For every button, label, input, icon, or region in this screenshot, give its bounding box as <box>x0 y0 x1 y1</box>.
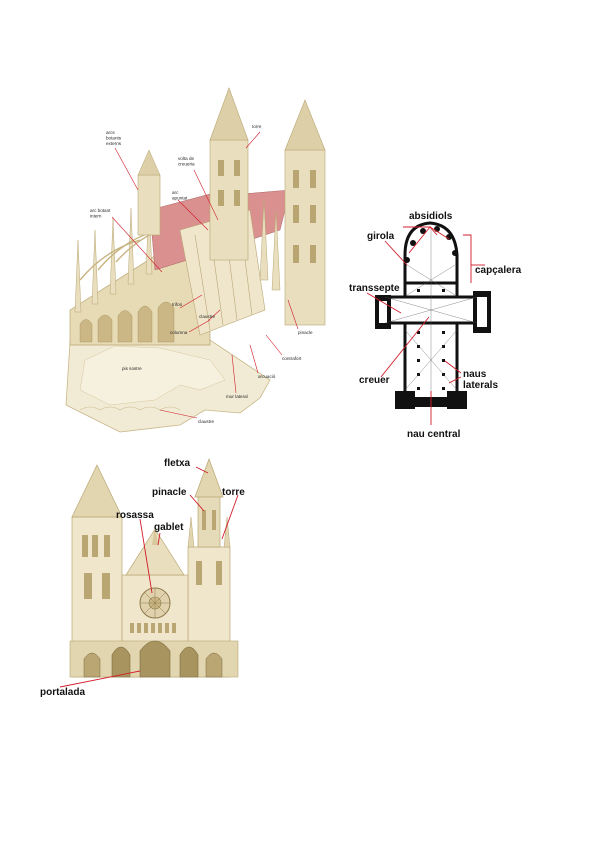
label-gablet: gablet <box>154 522 184 533</box>
portals <box>69 640 239 678</box>
label-capcalera: capçalera <box>475 265 522 276</box>
label-portalada: portalada <box>40 687 85 698</box>
label-pinacle-cutaway: pinacle <box>298 330 313 335</box>
label-claustre: claustre <box>199 314 216 319</box>
label-claustre-bottom: claustre <box>198 419 215 424</box>
label-pinacle-facade: pinacle <box>152 487 187 498</box>
plan-outline <box>375 221 491 409</box>
label-trifori: trifori <box>172 302 182 307</box>
label-nau-central: nau central <box>407 429 461 440</box>
gable-shape <box>125 528 185 576</box>
label-transsepte: transsepte <box>349 283 400 294</box>
label-rosassa: rosassa <box>116 510 154 521</box>
label-columna: columna <box>170 330 188 335</box>
cathedral-facade: fletxa pinacle torre rosassa gablet port… <box>40 457 245 698</box>
label-creuer: creuer <box>359 375 390 386</box>
rose-window <box>139 587 171 619</box>
label-mur-lateral: mur lateral <box>226 394 248 399</box>
cathedral-floor-plan: absidiols girola capçalera transsepte cr… <box>349 211 522 440</box>
label-fletxa: fletxa <box>164 458 191 469</box>
label-contrafort: contrafort <box>282 356 302 361</box>
facade-figure: fletxa pinacle torre rosassa gablet port… <box>40 455 280 705</box>
label-pis-sostre: pis sostre <box>122 366 142 371</box>
label-torre-facade: torre <box>222 487 245 498</box>
label-absidiols: absidiols <box>409 211 453 222</box>
floor-paving <box>79 345 226 406</box>
tower-left <box>209 87 249 261</box>
floor-plan-figure: absidiols girola capçalera transsepte cr… <box>345 205 525 445</box>
tower-right <box>284 99 326 326</box>
label-torre-cutaway: torre <box>252 124 262 129</box>
label-arcuacio: arcuació <box>258 374 276 379</box>
label-girola: girola <box>367 231 395 242</box>
